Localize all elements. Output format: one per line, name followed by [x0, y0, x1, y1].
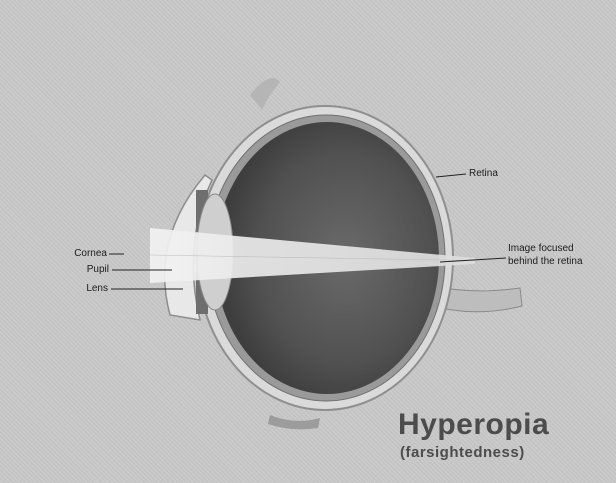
- diagram-subtitle: (farsightedness): [400, 444, 525, 461]
- diagram-title: Hyperopia: [398, 408, 549, 442]
- retina-label: Retina: [469, 168, 498, 180]
- lower-muscle: [268, 415, 320, 429]
- image-focus-label-line2: behind the retina: [508, 256, 583, 268]
- cornea-label: Cornea: [74, 248, 107, 260]
- image-focus-label-line1: Image focused: [508, 243, 574, 255]
- lens-label: Lens: [86, 283, 108, 295]
- pupil-label: Pupil: [87, 264, 109, 276]
- retina-leader: [436, 174, 466, 177]
- upper-muscle: [250, 78, 280, 110]
